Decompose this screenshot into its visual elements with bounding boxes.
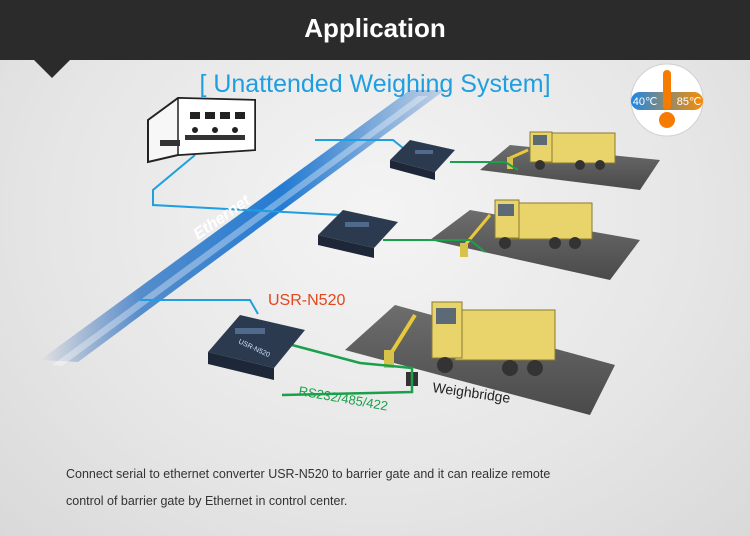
interface-label: RS232/485/422 bbox=[297, 383, 389, 413]
diagram-subtitle: [ Unattended Weighing System] bbox=[199, 70, 551, 98]
header-bar bbox=[0, 0, 750, 60]
ethernet-link-bottom bbox=[140, 299, 259, 315]
temp-low-label: 40℃ bbox=[633, 96, 658, 108]
usr-n520-device-bottom: USR-N520 bbox=[208, 315, 305, 380]
barrier-gate-icon bbox=[509, 148, 529, 160]
weighbridge-station-middle bbox=[383, 199, 640, 280]
serial-link-top bbox=[450, 161, 519, 171]
header-notch bbox=[34, 60, 70, 78]
weighbridge-station-bottom bbox=[281, 301, 615, 415]
barrier-gate-icon bbox=[388, 313, 417, 357]
temperature-badge: 40℃ 85℃ bbox=[630, 63, 704, 137]
serial-link-bottom bbox=[281, 343, 414, 397]
device-model-label: USR-N520 bbox=[268, 292, 345, 309]
truck-icon bbox=[494, 199, 593, 249]
description-line: control of barrier gate by Ethernet in c… bbox=[66, 494, 348, 508]
usr-n520-device-middle bbox=[318, 210, 398, 258]
weighbridge-station-top bbox=[450, 131, 660, 190]
temp-high-label: 85℃ bbox=[677, 96, 702, 108]
control-center-icon bbox=[147, 96, 256, 164]
ethernet-band bbox=[40, 90, 445, 366]
truck-icon bbox=[431, 301, 556, 376]
description-line: Connect serial to ethernet converter USR… bbox=[66, 467, 551, 481]
description-text: Connect serial to ethernet converter USR… bbox=[66, 461, 686, 515]
weighing-system-diagram: 40℃ 85℃ Ethernet bbox=[40, 63, 704, 415]
usr-n520-device-top bbox=[390, 140, 455, 180]
page-title: Application bbox=[304, 13, 446, 43]
truck-icon bbox=[529, 131, 616, 170]
serial-link-middle bbox=[383, 239, 486, 253]
